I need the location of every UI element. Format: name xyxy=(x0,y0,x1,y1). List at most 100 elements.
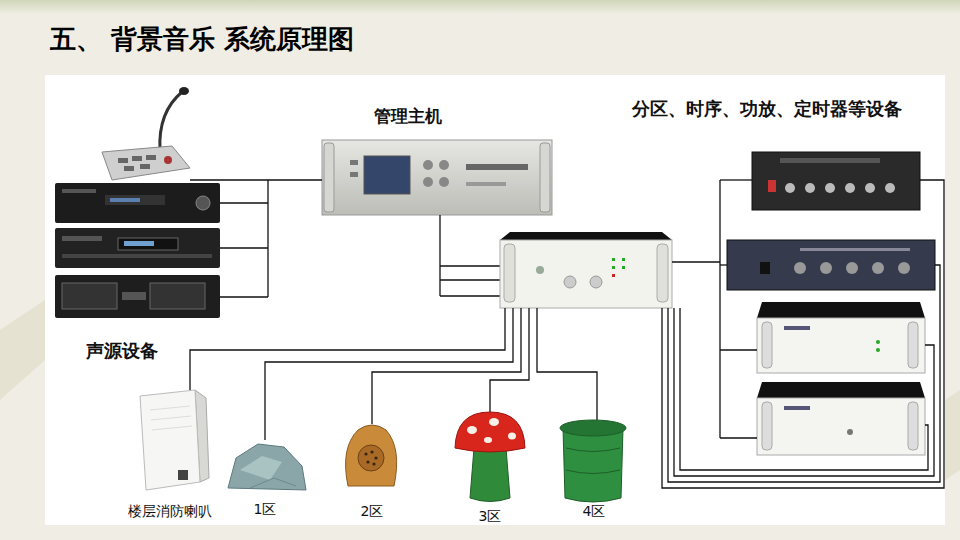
cassette-deck-part xyxy=(150,283,205,309)
microphone-part xyxy=(118,158,128,163)
wood-speaker-part xyxy=(374,456,377,459)
cd-recorder xyxy=(55,228,220,268)
cd-recorder-part xyxy=(62,254,212,258)
management-host-part xyxy=(540,143,550,212)
mushroom-speaker xyxy=(455,412,525,502)
microphone-part xyxy=(140,164,150,169)
device-wires-part xyxy=(720,179,752,180)
management-host-part xyxy=(324,143,334,212)
mushroom-speaker-part xyxy=(470,448,510,502)
wood-speaker-part xyxy=(346,425,397,486)
zone-device-part xyxy=(845,183,855,193)
source-wires-part xyxy=(220,247,268,248)
sequencer-device-part xyxy=(898,262,910,274)
mushroom-speaker-part xyxy=(484,437,492,443)
node-label: 声源设备 xyxy=(86,340,158,362)
zone-device-part xyxy=(885,183,895,193)
zone-device-part xyxy=(785,183,795,193)
microphone-part xyxy=(124,166,134,171)
rock-speaker-part xyxy=(228,444,306,490)
wood-speaker-part xyxy=(358,445,384,471)
speaker-wires-part xyxy=(372,308,521,424)
sequencer-device-part xyxy=(800,248,910,251)
source-wires-part xyxy=(267,180,268,297)
source-wires-part xyxy=(190,179,224,180)
column-speaker-part xyxy=(566,448,620,474)
timer-device xyxy=(757,382,925,455)
speaker-node: 3区 xyxy=(452,408,528,525)
device-wires-part xyxy=(672,261,720,262)
device-wires-part xyxy=(720,349,757,350)
node-label: 管理主机 xyxy=(374,106,442,126)
zone-device xyxy=(752,152,920,210)
slide-background-part xyxy=(0,0,960,14)
central-unit-part xyxy=(612,258,615,261)
speaker-wires-part xyxy=(490,308,529,412)
amplifier-device-part xyxy=(757,318,925,373)
slide-background-part xyxy=(0,300,45,400)
wood-speaker-part xyxy=(364,452,367,455)
central-unit-part xyxy=(504,244,515,302)
microphone-part xyxy=(132,156,142,161)
source-group: 声源设备 xyxy=(52,86,224,366)
device-wires-part xyxy=(720,437,757,438)
fire-speaker-part xyxy=(150,406,192,430)
central-unit-part xyxy=(657,244,668,302)
device-wires-part xyxy=(680,308,928,470)
zone-device-part xyxy=(825,183,835,193)
cd-player-part xyxy=(196,196,210,210)
sequencer-device-part xyxy=(760,262,770,274)
rock-speaker xyxy=(228,444,306,490)
microphone xyxy=(102,87,190,180)
microphone-part xyxy=(164,156,172,164)
node-label: 楼层消防喇叭 xyxy=(128,503,212,520)
microphone-part xyxy=(160,92,182,150)
amplifier-device-part xyxy=(762,322,772,368)
central-unit-part xyxy=(612,266,615,269)
slide-title: 五、 背景音乐 系统原理图 xyxy=(50,22,354,57)
sequencer-device-part xyxy=(846,262,858,274)
fire-speaker xyxy=(140,390,209,490)
microphone-part xyxy=(146,155,156,160)
node-label: 2区 xyxy=(361,503,384,520)
central-unit-part xyxy=(590,276,602,288)
column-speaker-part xyxy=(560,420,626,436)
amplifier-device xyxy=(757,302,925,373)
central-unit-part xyxy=(622,258,625,261)
slide-background-part xyxy=(945,390,960,480)
management-host-part xyxy=(439,177,449,187)
slide-background-part xyxy=(45,75,945,525)
column-speaker xyxy=(560,420,626,502)
source-wires-part xyxy=(220,296,268,297)
cd-recorder-part xyxy=(55,228,220,268)
cd-player xyxy=(55,183,220,223)
host-device: 管理主机 xyxy=(322,106,554,218)
timer-device-part xyxy=(762,402,772,450)
device-wires-part xyxy=(662,180,944,488)
rock-speaker-part xyxy=(240,456,282,480)
management-host xyxy=(322,140,552,215)
source-wires xyxy=(190,180,268,297)
cassette-deck-part xyxy=(122,292,146,300)
speaker-wires-part xyxy=(537,308,597,421)
node-label: 4区 xyxy=(583,503,606,520)
mushroom-speaker-part xyxy=(455,412,525,452)
microphone-part xyxy=(179,87,189,95)
speaker-node: 2区 xyxy=(338,420,406,522)
column-speaker-part xyxy=(563,428,623,502)
wood-speaker-part xyxy=(372,462,375,465)
fire-speaker-part xyxy=(178,470,188,480)
speaker-node: 楼层消防喇叭 xyxy=(112,388,227,522)
device-wires-part xyxy=(674,308,934,476)
cd-recorder-part xyxy=(124,241,154,246)
device-wires-part xyxy=(720,264,727,265)
speaker-wires xyxy=(190,308,597,440)
mushroom-speaker-part xyxy=(489,418,499,426)
timer-device-part xyxy=(757,398,925,455)
zone-device-part xyxy=(780,158,880,163)
device-group: 分区、时序、功放、定时器等设备 xyxy=(628,94,942,458)
node-label: 3区 xyxy=(479,508,502,525)
zone-device-part xyxy=(752,152,920,210)
zone-device-part xyxy=(805,183,815,193)
